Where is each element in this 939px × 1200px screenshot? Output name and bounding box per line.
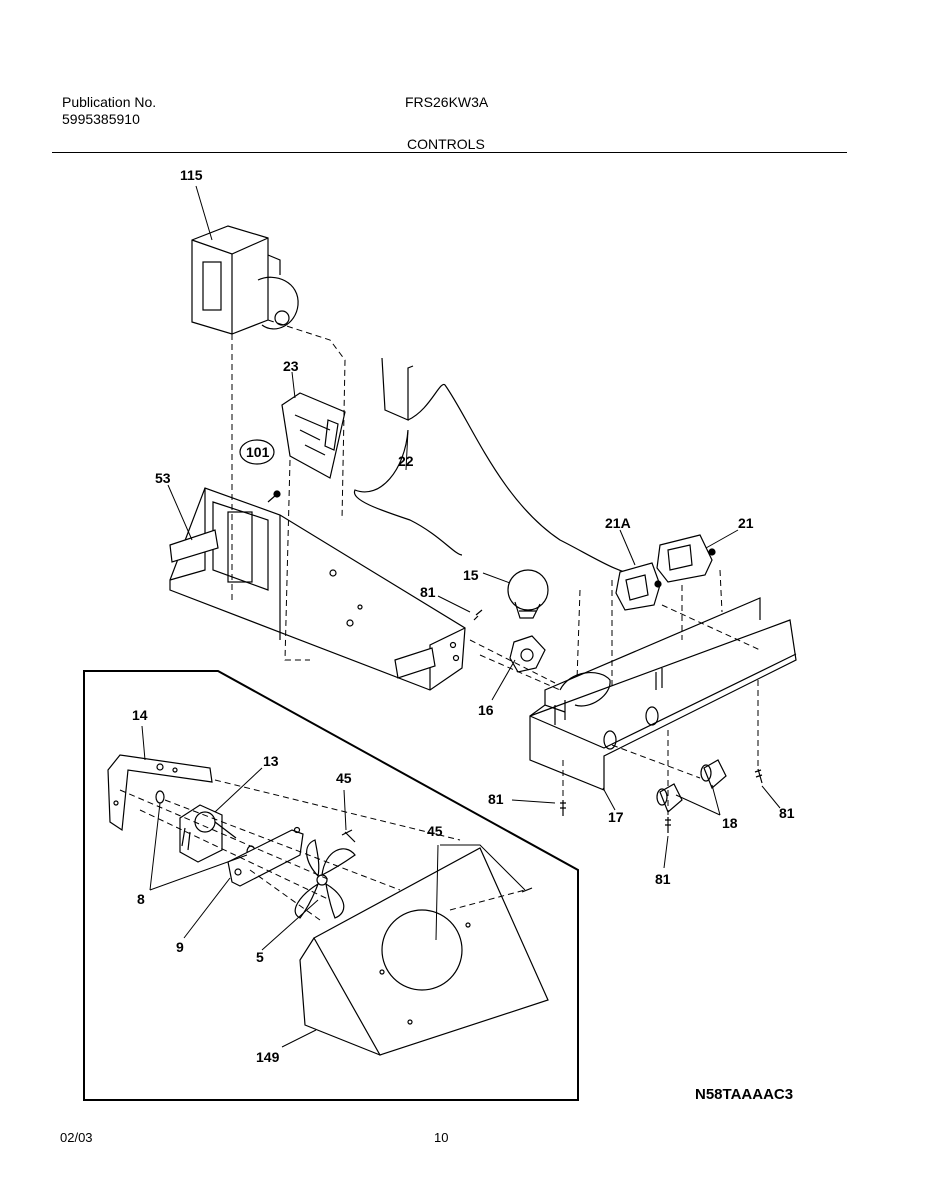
callout-81: 81 [655, 871, 671, 887]
screw-101-head [273, 490, 281, 498]
callout-21: 21 [738, 515, 754, 531]
screw-81-part [665, 817, 671, 833]
fan-shroud-part [299, 847, 549, 1056]
light-bulb-part [507, 569, 549, 619]
callout-16: 16 [478, 702, 494, 718]
callout-23: 23 [283, 358, 299, 374]
publication-label: Publication No. [62, 94, 157, 110]
screw-81-part [560, 800, 566, 816]
fan-assembly-frame [83, 670, 579, 1101]
fan-motor-part [179, 804, 237, 863]
callout-5: 5 [256, 949, 264, 965]
assembly-dash-lines [119, 319, 761, 921]
callout-81: 81 [779, 805, 795, 821]
callout-53: 53 [155, 470, 171, 486]
sensor-tube-part [353, 357, 641, 576]
screw-81-part [473, 609, 483, 621]
callout-149: 149 [256, 1049, 280, 1065]
screw-45-part [341, 829, 356, 843]
control-box-part [191, 225, 299, 335]
callout-9: 9 [176, 939, 184, 955]
callout-101: 101 [246, 444, 270, 460]
footer-date: 02/03 [60, 1130, 93, 1145]
callout-101-circle [239, 439, 275, 465]
page-number: 10 [434, 1130, 449, 1145]
motor-bracket-part [227, 829, 304, 887]
lamp-socket-part [509, 635, 546, 673]
callout-81: 81 [488, 791, 504, 807]
diagram-code: N58TAAAAC3 [695, 1086, 794, 1103]
callout-8: 8 [137, 891, 145, 907]
callout-21A: 21A [605, 515, 631, 531]
control-housing-part [169, 487, 466, 691]
callout-17: 17 [608, 809, 624, 825]
callout-22: 22 [398, 453, 414, 469]
publication-number: 5995385910 [62, 111, 140, 127]
fan-bracket-part [107, 754, 213, 832]
control-knob-part [656, 759, 727, 814]
callout-45: 45 [427, 823, 443, 839]
callout-18: 18 [722, 815, 738, 831]
callout-15: 15 [463, 567, 479, 583]
fan-blade-part [294, 839, 356, 919]
callout-115: 115 [180, 167, 203, 183]
callout-leaders [141, 185, 781, 1048]
callout-81: 81 [420, 584, 436, 600]
screw-45-part [521, 887, 533, 893]
callout-13: 13 [263, 753, 279, 769]
callout-14: 14 [132, 707, 148, 723]
screw-81-part [754, 768, 763, 784]
section-title: CONTROLS [407, 136, 485, 152]
control-board-part [281, 392, 346, 479]
control-panel-part [529, 597, 797, 791]
grommet-part [155, 790, 165, 804]
model-number: FRS26KW3A [405, 94, 489, 110]
switch-21A-part [615, 562, 662, 611]
switch-21-part [656, 534, 716, 583]
header-rule [52, 152, 847, 153]
callout-45: 45 [336, 770, 352, 786]
